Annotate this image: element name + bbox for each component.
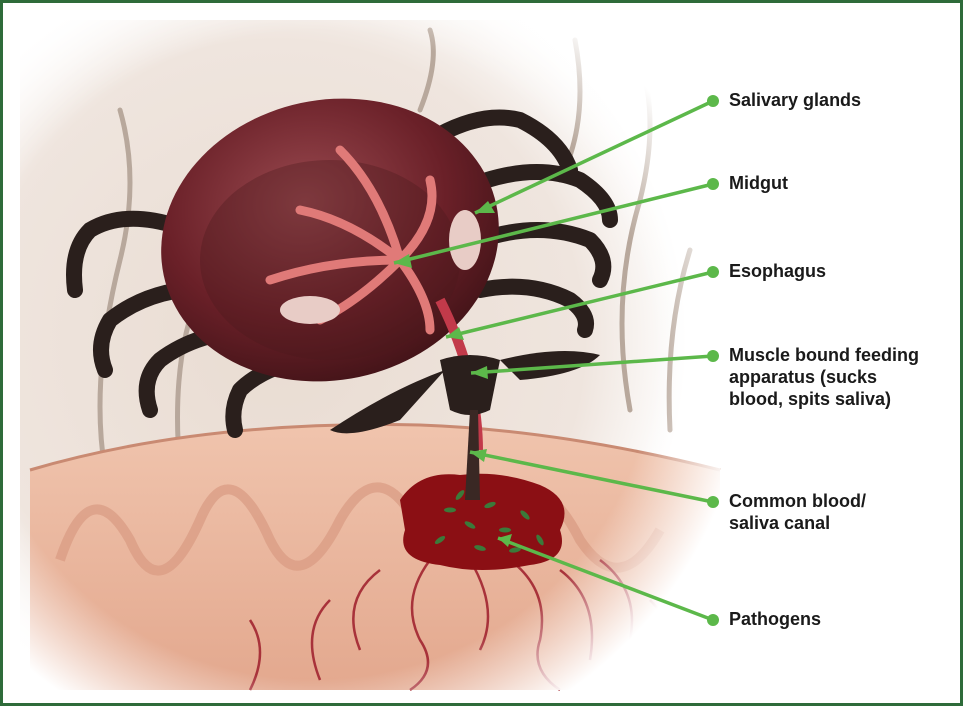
label-esophagus: Esophagus: [729, 260, 826, 282]
label-common-canal: Common blood/ saliva canal: [729, 490, 866, 534]
label-feeding-apparatus-line1: Muscle bound feeding: [729, 344, 919, 366]
label-feeding-apparatus-line2: apparatus (sucks: [729, 366, 919, 388]
edge-vignette: [20, 20, 720, 690]
label-common-canal-line1: Common blood/: [729, 490, 866, 512]
label-midgut: Midgut: [729, 172, 788, 194]
label-salivary-glands: Salivary glands: [729, 89, 861, 111]
label-common-canal-line2: saliva canal: [729, 512, 866, 534]
label-feeding-apparatus-line3: blood, spits saliva): [729, 388, 919, 410]
label-feeding-apparatus: Muscle bound feeding apparatus (sucks bl…: [729, 344, 919, 410]
label-pathogens: Pathogens: [729, 608, 821, 630]
